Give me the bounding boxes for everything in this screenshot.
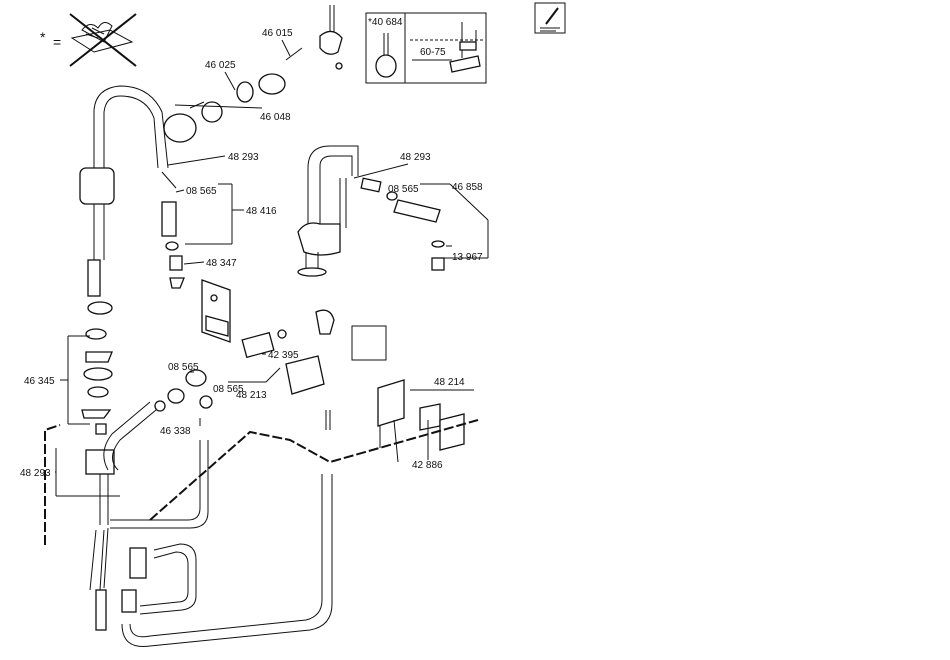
inset-part-number: *40 684: [368, 17, 403, 28]
label-48214: 48 214: [434, 377, 465, 388]
handle-assembly: [164, 5, 342, 142]
label-48213: 48 213: [236, 390, 267, 401]
label-46015: 46 015: [262, 28, 293, 39]
label-13967: 13 967: [452, 252, 483, 263]
label-08565-a: 08 565: [186, 186, 217, 197]
control-unit: [155, 280, 464, 462]
pullout-faucet: [80, 86, 168, 525]
label-48347: 48 347: [206, 258, 237, 269]
label-46345: 46 345: [24, 376, 55, 387]
label-46338: 46 338: [160, 426, 191, 437]
label-46048: 46 048: [260, 112, 291, 123]
pullout-faucet-variant: [298, 146, 444, 276]
label-42395: 42 395: [268, 350, 299, 361]
legend-asterisk: *: [40, 29, 46, 45]
lever-handle-icon: [376, 33, 396, 77]
pencil-note-icon: [535, 3, 565, 33]
spray-head: [162, 172, 184, 288]
label-46025: 46 025: [205, 60, 236, 71]
hose-routing: [45, 402, 478, 647]
label-48293-a: 48 293: [228, 152, 259, 163]
label-46858: 46 858: [452, 182, 483, 193]
label-48416: 48 416: [246, 206, 277, 217]
label-08565-c: 08 565: [168, 362, 199, 373]
no-abrasive-cleaning-icon: [70, 14, 136, 66]
inset-box: *40 684 60-75: [366, 13, 486, 83]
legend-equals: =: [53, 34, 61, 50]
label-48293-b: 48 293: [400, 152, 431, 163]
legend: * =: [40, 14, 136, 66]
label-08565-b: 08 565: [388, 184, 419, 195]
inset-dimension: 60-75: [420, 47, 446, 58]
label-42886: 42 886: [412, 460, 443, 471]
label-48293-c: 48 293: [20, 468, 51, 479]
